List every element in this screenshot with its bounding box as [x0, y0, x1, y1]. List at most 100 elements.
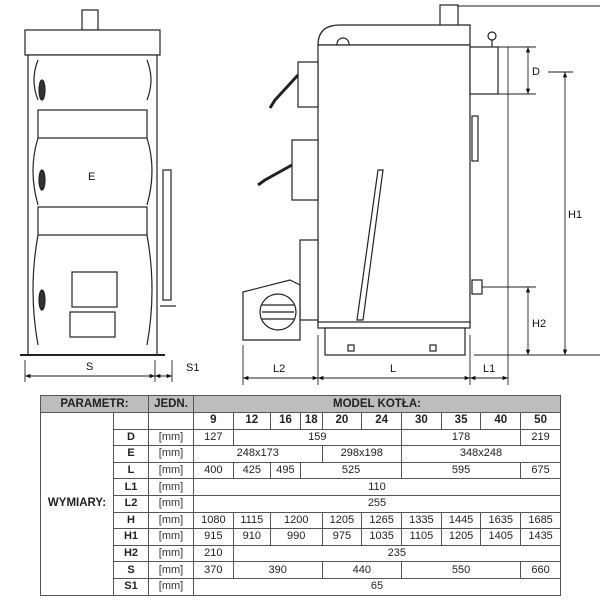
- value-cell: 65: [193, 577, 561, 596]
- model-header-cell: 50: [520, 412, 561, 430]
- value-cell: 127: [193, 428, 234, 447]
- header-param: PARAMETR:: [40, 395, 149, 413]
- unit-cell: [mm]: [148, 461, 194, 480]
- value-cell: 495: [269, 461, 302, 480]
- value-cell: 1200: [269, 511, 323, 530]
- param-name: H: [113, 511, 149, 530]
- param-name: L2: [113, 494, 149, 513]
- param-name: E: [113, 445, 149, 463]
- value-cell: 1635: [480, 511, 522, 530]
- value-cell: 1035: [361, 528, 402, 546]
- dim-label-h1: H1: [568, 209, 582, 221]
- value-cell: 1445: [440, 511, 482, 530]
- value-cell: 348x248: [401, 445, 561, 463]
- value-cell: 1405: [480, 528, 522, 546]
- value-cell: 675: [520, 461, 561, 480]
- model-header-cell: 20: [321, 412, 363, 430]
- unit-cell: [mm]: [148, 544, 194, 563]
- value-cell: 235: [232, 544, 562, 563]
- model-header-cell: 35: [440, 412, 482, 430]
- param-name: L1: [113, 478, 149, 496]
- unit-cell: [mm]: [148, 561, 194, 579]
- unit-cell: [mm]: [148, 577, 194, 596]
- value-cell: 248x173: [193, 445, 323, 463]
- unit-cell: [mm]: [148, 494, 194, 513]
- side-view: [242, 4, 499, 356]
- value-cell: 1205: [321, 511, 363, 530]
- value-cell: 298x198: [321, 445, 403, 463]
- value-cell: 1265: [361, 511, 402, 530]
- dim-label-l: L: [390, 363, 396, 375]
- boiler-dimension-drawing: E S S1 L2 L L1 D H1 H2: [20, 4, 600, 385]
- model-header-cell: 16: [269, 412, 302, 430]
- dim-label-s: S: [86, 361, 93, 373]
- unit-cell: [mm]: [148, 445, 194, 463]
- value-cell: 910: [232, 528, 271, 546]
- value-cell: 178: [400, 428, 522, 447]
- param-name: H2: [113, 544, 149, 563]
- front-label-e: E: [88, 171, 95, 183]
- value-cell: 210: [193, 544, 234, 563]
- value-cell: 595: [400, 461, 522, 480]
- param-name: S1: [113, 577, 149, 596]
- value-cell: 1080: [193, 511, 234, 530]
- value-cell: 1105: [401, 528, 442, 546]
- table-row: S1[mm]65: [41, 577, 561, 596]
- value-cell: 390: [232, 561, 323, 579]
- value-cell: 1115: [232, 511, 271, 530]
- value-cell: 110: [193, 478, 561, 496]
- param-name: S: [113, 561, 149, 579]
- unit-cell: [mm]: [148, 511, 194, 530]
- model-header-cell: 12: [232, 412, 271, 430]
- model-header-cell: 30: [401, 412, 442, 430]
- value-cell: 400: [193, 461, 234, 480]
- param-name: L: [113, 461, 149, 480]
- value-cell: 990: [269, 528, 323, 546]
- table-row: L2[mm]255: [41, 494, 561, 513]
- header-unit: JEDN.: [148, 395, 194, 413]
- param-name: D: [113, 428, 149, 447]
- table-row: L1[mm]110: [41, 478, 561, 496]
- model-header-cell: 18: [300, 412, 323, 430]
- model-header-cell: 40: [480, 412, 522, 430]
- model-header-cell: 24: [361, 412, 402, 430]
- value-cell: 975: [321, 528, 363, 546]
- param-name: H1: [113, 528, 149, 546]
- unit-cell: [mm]: [148, 428, 194, 447]
- front-view: [20, 9, 176, 356]
- model-header-cell: 9: [193, 412, 234, 430]
- group-label: WYMIARY:: [40, 412, 114, 596]
- value-cell: 1335: [401, 511, 442, 530]
- dim-label-l1: L1: [483, 363, 495, 375]
- value-cell: 255: [193, 494, 561, 513]
- dim-label-h2: H2: [532, 318, 546, 330]
- value-cell: 550: [400, 561, 522, 579]
- value-cell: 370: [193, 561, 234, 579]
- value-cell: 660: [520, 561, 561, 579]
- header-model: MODEL KOTŁA:: [193, 395, 561, 413]
- dim-label-l2: L2: [273, 363, 285, 375]
- value-cell: 1435: [520, 528, 561, 546]
- dim-label-d: D: [532, 66, 540, 78]
- value-cell: 1205: [440, 528, 482, 546]
- value-cell: 915: [193, 528, 234, 546]
- unit-cell: [mm]: [148, 528, 194, 546]
- value-cell: 219: [520, 428, 561, 447]
- value-cell: 425: [232, 461, 271, 480]
- dim-label-s1: S1: [186, 362, 199, 374]
- value-cell: 525: [300, 461, 402, 480]
- unit-cell: [mm]: [148, 478, 194, 496]
- dimension-lines: [24, 5, 600, 385]
- value-cell: 159: [232, 428, 403, 447]
- value-cell: 1685: [520, 511, 561, 530]
- value-cell: 440: [321, 561, 403, 579]
